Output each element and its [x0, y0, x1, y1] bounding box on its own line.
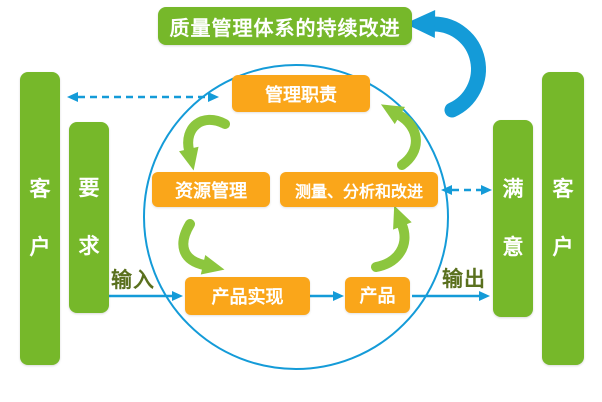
cycle-arrow-product-to-measurement-icon: [371, 205, 412, 272]
box-management-responsibility: 管理职责: [232, 75, 370, 112]
label-output: 输出: [442, 268, 486, 291]
feedback-arrow-icon: [405, 10, 486, 118]
cycle-arrow-measurement-to-management-icon: [380, 104, 421, 170]
bar-satisfaction-label: 满意: [502, 177, 524, 259]
cycle-arrow-management-to-resources-icon: [179, 114, 230, 171]
box-product: 产品: [345, 277, 410, 313]
bar-customer-left: 客户: [20, 72, 60, 365]
bar-customer-right: 客户: [542, 72, 584, 365]
box-measurement-analysis-improvement: 测量、分析和改进: [280, 172, 438, 207]
bar-satisfaction: 满意: [493, 120, 533, 317]
box-resource-management: 资源管理: [152, 172, 270, 207]
bar-customer-left-label: 客户: [29, 177, 51, 259]
cycle-arrow-resources-to-realization-icon: [178, 219, 225, 275]
banner-continuous-improvement: 质量管理体系的持续改进: [158, 7, 412, 45]
bar-requirements-label: 要求: [78, 176, 100, 258]
bar-customer-right-label: 客户: [552, 177, 574, 259]
bar-requirements: 要求: [69, 122, 109, 313]
box-product-realization: 产品实现: [185, 277, 310, 315]
process-circle: [143, 64, 449, 370]
label-input: 输入: [111, 269, 155, 292]
